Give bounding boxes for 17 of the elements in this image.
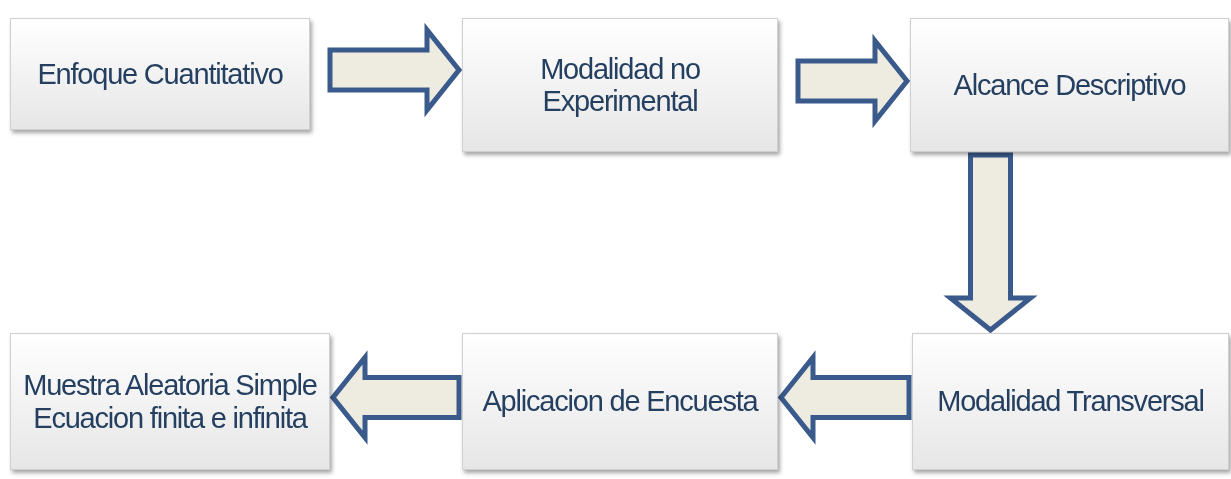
process-box: [910, 18, 1229, 152]
box-label: Muestra Aleatoria Simple Ecuacion finita e infinita: [22, 369, 318, 434]
process-box: [912, 333, 1229, 470]
box-label: Modalidad Transversal: [937, 385, 1204, 418]
process-box: [462, 18, 778, 152]
box-label: Alcance Descriptivo: [953, 68, 1186, 102]
block-arrow: [943, 152, 1038, 334]
block-arrow: [327, 22, 463, 118]
process-box: [10, 333, 330, 470]
block-arrow: [795, 33, 911, 129]
block-arrow: [777, 350, 912, 445]
box-label: Enfoque Cuantitativo: [37, 57, 283, 91]
box-label: Aplicacion de Encuesta: [482, 385, 758, 418]
process-box: [10, 18, 310, 130]
process-box: [462, 333, 778, 470]
block-arrow: [329, 350, 462, 445]
box-label: Modalidad no Experimental: [539, 52, 701, 118]
